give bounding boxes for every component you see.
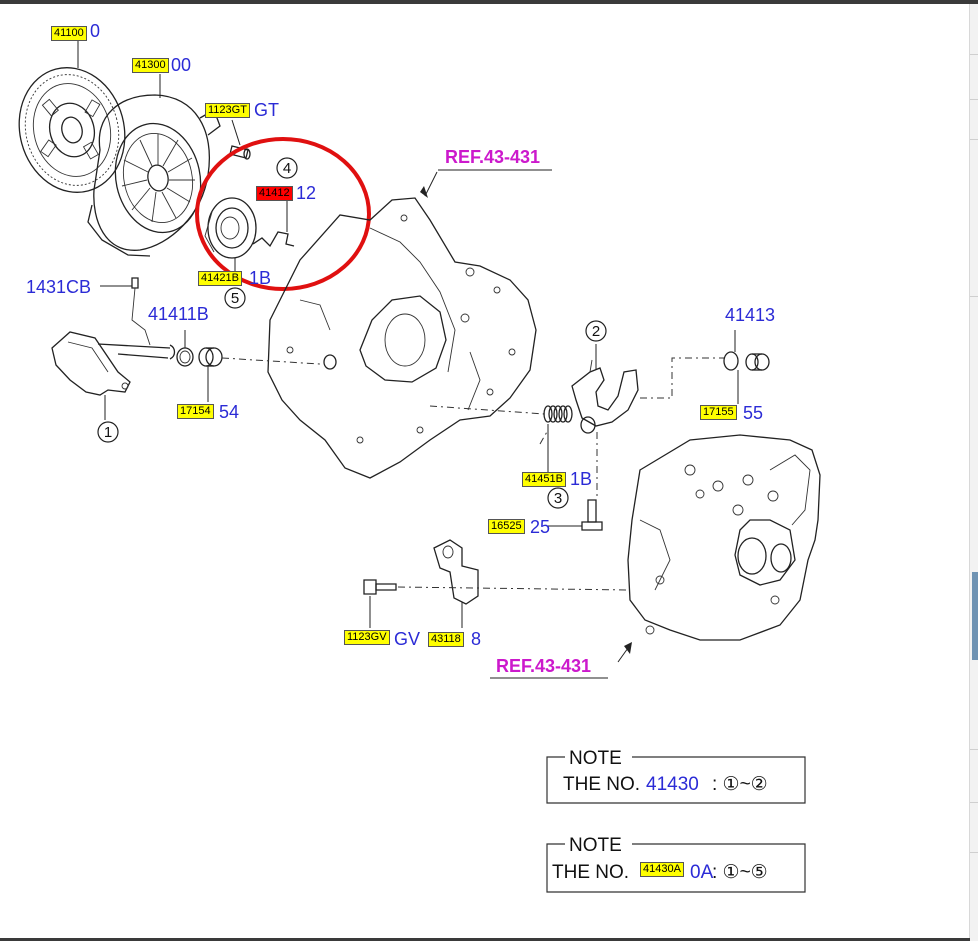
part-tag-17155[interactable]: 17155 <box>700 405 737 420</box>
label-17155-tail: 55 <box>743 403 763 423</box>
fork-bushing[interactable] <box>198 347 223 367</box>
scrollbar-thumb[interactable] <box>972 572 978 660</box>
note-2-prefix: THE NO. <box>552 862 629 883</box>
note-box-1: NOTE THE NO. 41430 : ①~② <box>546 748 806 804</box>
vertical-scrollbar[interactable] <box>969 4 978 941</box>
release-bearing[interactable] <box>204 197 257 259</box>
window-bottom-border <box>0 938 970 941</box>
part-tag-43118[interactable]: 43118 <box>428 632 464 647</box>
svg-text:5: 5 <box>231 290 239 307</box>
oil-gauge-rod[interactable] <box>131 277 151 346</box>
part-tag-1123gv[interactable]: 1123GV <box>344 630 390 645</box>
label-41421-tail: 1B <box>249 268 271 288</box>
part-tag-41451b[interactable]: 41451B <box>522 472 566 487</box>
label-41300-tail: 00 <box>171 55 191 75</box>
note-box-2: NOTE THE NO. 0A : ①~⑤ <box>546 835 806 893</box>
callout-4: 4 <box>276 157 298 179</box>
release-fork[interactable] <box>51 331 176 396</box>
label-43118-tail: 8 <box>471 629 481 649</box>
return-spring[interactable] <box>543 405 573 423</box>
transmission-case[interactable] <box>627 434 821 641</box>
svg-text:3: 3 <box>554 490 562 507</box>
part-tag-17154[interactable]: 17154 <box>177 404 214 419</box>
part-tag-41100[interactable]: 41100 <box>51 26 87 41</box>
label-41451b-tail: 1B <box>570 469 592 489</box>
svg-text:2: 2 <box>592 323 600 340</box>
ref-label-upper[interactable]: REF.43-431 <box>445 147 540 167</box>
part-tag-16525[interactable]: 16525 <box>488 519 525 534</box>
label-41413: 41413 <box>725 305 775 325</box>
callout-2: 2 <box>585 320 607 342</box>
label-1123gv-tail: GV <box>394 629 420 649</box>
label-16525-tail: 25 <box>530 517 550 537</box>
callout-1: 1 <box>97 421 119 443</box>
part-tag-1123gt[interactable]: 1123GT <box>205 103 250 118</box>
part-tag-41300[interactable]: 41300 <box>132 58 169 73</box>
window-top-border <box>0 0 978 4</box>
part-tag-41412[interactable]: 41412 <box>256 186 293 201</box>
clutch-disc[interactable] <box>5 56 138 205</box>
note-2-title: NOTE <box>569 835 622 856</box>
retainer-clip[interactable] <box>252 231 295 248</box>
callout-5: 5 <box>224 287 246 309</box>
clutch-housing[interactable] <box>267 197 537 479</box>
bolt[interactable] <box>581 499 603 531</box>
svg-text:4: 4 <box>283 160 291 177</box>
label-17154-tail: 54 <box>219 402 239 422</box>
highlight-circle <box>195 137 371 291</box>
note-1-range: : ①~② <box>712 774 768 795</box>
note-2-range: : ①~⑤ <box>712 862 768 883</box>
label-1431cb: 1431CB <box>26 277 91 297</box>
note-2-part-tail: 0A <box>690 862 714 883</box>
oil-seal[interactable] <box>723 351 739 371</box>
callout-3: 3 <box>547 487 569 509</box>
shift-fork[interactable] <box>571 359 639 434</box>
part-tag-41430a[interactable]: 41430A <box>640 862 684 877</box>
label-41411b: 41411B <box>148 304 209 324</box>
note-1-part: 41430 <box>646 774 699 795</box>
note-1-prefix: THE NO. <box>563 774 640 795</box>
bushing[interactable] <box>176 347 194 367</box>
part-tag-41421b[interactable]: 41421B <box>198 271 242 286</box>
shift-bushing[interactable] <box>745 353 770 371</box>
label-41412-tail: 12 <box>296 183 316 203</box>
svg-text:1: 1 <box>104 424 112 441</box>
mounting-bolt[interactable] <box>363 579 397 595</box>
bracket[interactable] <box>433 539 479 605</box>
ref-label-lower[interactable]: REF.43-431 <box>496 656 591 676</box>
label-1123gt-tail: GT <box>254 100 279 120</box>
label-41100-tail: 0 <box>90 21 100 41</box>
note-1-title: NOTE <box>569 748 622 769</box>
